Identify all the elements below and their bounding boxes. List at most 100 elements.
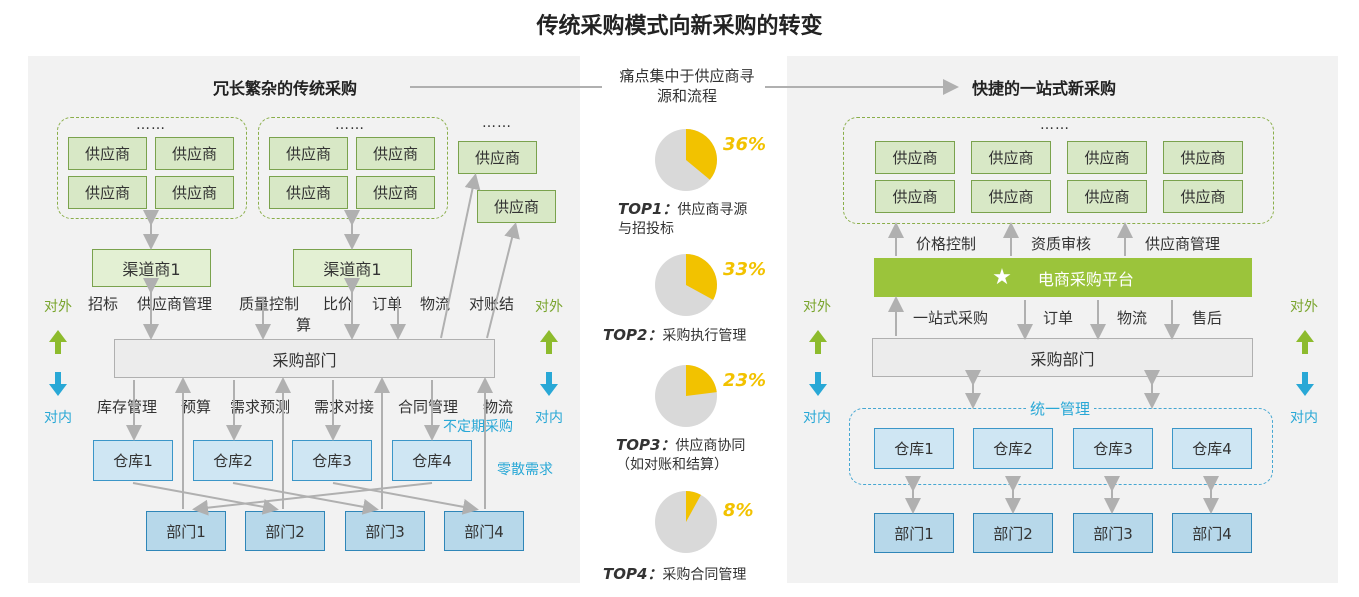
platform-label: 电商采购平台 [1037, 269, 1134, 289]
ellipsis: …… [482, 115, 512, 131]
department-box: 部门1 [146, 511, 226, 551]
supplier-box: 供应商 [971, 141, 1051, 174]
irregular-purchase-note: 不定期采购 [443, 419, 513, 435]
service-label: 物流 [1117, 309, 1148, 327]
top-item-label: TOP4：采购合同管理 [603, 565, 773, 585]
procurement-dept: 采购部门 [114, 339, 495, 378]
supplier-box: 供应商 [458, 141, 537, 174]
warehouse-box: 仓库3 [292, 440, 372, 481]
supplier-box: 供应商 [1067, 180, 1147, 213]
supplier-box: 供应商 [356, 137, 435, 170]
supplier-box: 供应商 [1163, 180, 1243, 213]
top-text: 采购合同管理 [662, 567, 747, 583]
up-arrow-icon [1296, 330, 1314, 354]
unified-management-label: 统一管理 [1026, 398, 1095, 419]
warehouse-box: 仓库4 [1172, 428, 1252, 469]
top-text: 采购执行管理 [662, 328, 747, 344]
process-label: 物流 [483, 398, 514, 416]
connector [132, 482, 279, 515]
top-rank: TOP4： [603, 565, 663, 583]
top-item-label: TOP2：采购执行管理 [603, 326, 773, 346]
direction-arrows [49, 330, 1314, 396]
connector [332, 482, 479, 515]
top-item-label: TOP3：供应商协同（如对账和结算） [616, 436, 756, 475]
supplier-box: 供应商 [68, 176, 147, 209]
process-label: 算 [296, 316, 312, 334]
top-rank: TOP1： [618, 200, 678, 218]
external-label: 对外 [535, 299, 563, 315]
external-label: 对外 [44, 299, 72, 315]
process-label: 合同管理 [398, 398, 459, 416]
service-label: 售后 [1192, 309, 1223, 327]
process-label: 对账结 [469, 295, 515, 313]
control-label: 价格控制 [916, 235, 977, 253]
warehouse-box: 仓库2 [973, 428, 1053, 469]
pie-slice [686, 365, 717, 396]
supplier-box: 供应商 [875, 141, 955, 174]
pie-slice [686, 491, 701, 522]
top-item-label: TOP1：供应商寻源与招投标 [618, 200, 758, 239]
department-box: 部门2 [245, 511, 325, 551]
service-label: 订单 [1043, 309, 1074, 327]
process-label: 订单 [372, 295, 403, 313]
service-label: 一站式采购 [913, 309, 989, 327]
control-label: 供应商管理 [1145, 235, 1221, 253]
connector [192, 482, 433, 516]
pie-charts [655, 129, 718, 553]
supplier-box: 供应商 [68, 137, 147, 170]
top-text: 供应商协同（如对账和结算） [616, 438, 746, 473]
process-label: 需求预测 [230, 398, 291, 416]
ellipsis: …… [136, 117, 166, 133]
department-box: 部门3 [1073, 513, 1153, 553]
connector [486, 222, 520, 339]
external-label: 对外 [803, 299, 831, 315]
down-arrow-icon [49, 372, 67, 396]
top-rank: TOP3： [616, 436, 676, 454]
supplier-box: 供应商 [155, 176, 234, 209]
supplier-box: 供应商 [269, 176, 348, 209]
star-icon: ★ [992, 265, 1012, 290]
department-box: 部门3 [345, 511, 425, 551]
external-label: 对外 [1290, 299, 1318, 315]
top-text: 供应商寻源与招投标 [618, 202, 748, 237]
up-arrow-icon [809, 330, 827, 354]
process-label: 库存管理 [97, 398, 158, 416]
connector [440, 173, 481, 339]
up-arrow-icon [49, 330, 67, 354]
pie-slice [686, 129, 718, 180]
process-label: 物流 [420, 295, 451, 313]
supplier-box: 供应商 [155, 137, 234, 170]
internal-label: 对内 [535, 410, 563, 426]
supplier-box: 供应商 [477, 190, 556, 223]
warehouse-box: 仓库1 [874, 428, 954, 469]
internal-label: 对内 [803, 410, 831, 426]
scattered-demand-note: 零散需求 [497, 462, 553, 478]
process-label: 质量控制 [239, 295, 300, 313]
pain-point-heading: 痛点集中于供应商寻源和流程 [619, 67, 755, 105]
traditional-heading: 冗长繁杂的传统采购 [213, 79, 358, 98]
process-label: 需求对接 [314, 398, 375, 416]
supplier-box: 供应商 [971, 180, 1051, 213]
department-box: 部门4 [444, 511, 524, 551]
percent-label: 8% [723, 500, 754, 521]
internal-label: 对内 [44, 410, 72, 426]
percent-label: 36% [723, 134, 767, 155]
process-label: 预算 [181, 398, 212, 416]
page-title: 传统采购模式向新采购的转变 [536, 14, 823, 39]
ecommerce-platform: ★ 电商采购平台 [874, 258, 1252, 297]
warehouse-box: 仓库3 [1073, 428, 1153, 469]
connector [232, 482, 379, 515]
up-arrow-icon [540, 330, 558, 354]
supplier-box: 供应商 [356, 176, 435, 209]
top-rank: TOP2： [603, 326, 663, 344]
procurement-dept: 采购部门 [872, 338, 1253, 377]
department-box: 部门4 [1172, 513, 1252, 553]
supplier-box: 供应商 [1163, 141, 1243, 174]
control-label: 资质审核 [1031, 235, 1092, 253]
new-procurement-heading: 快捷的一站式新采购 [972, 79, 1117, 98]
ellipsis: …… [335, 117, 365, 133]
percent-label: 23% [723, 370, 767, 391]
supplier-group [843, 117, 1274, 224]
warehouse-box: 仓库4 [392, 440, 472, 481]
internal-label: 对内 [1290, 410, 1318, 426]
